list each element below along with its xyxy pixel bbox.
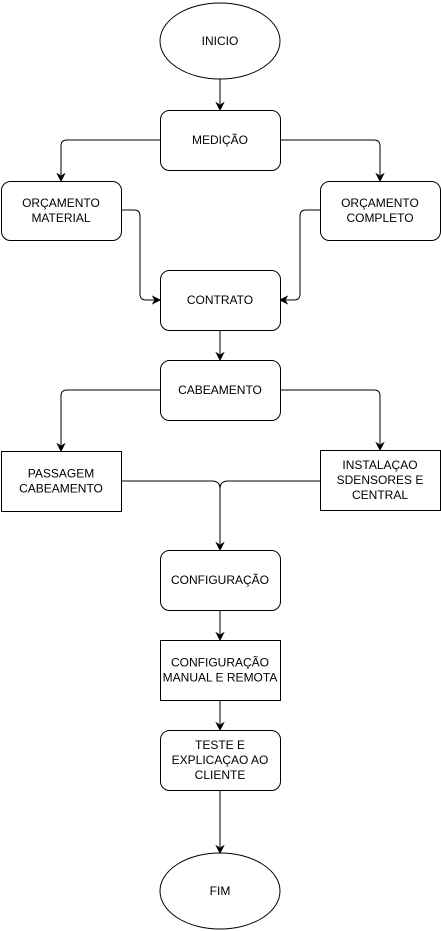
process-shape-rounded	[160, 110, 281, 171]
node-label: COMPLETO	[346, 211, 413, 225]
edge-orcamento-material-to-contrato	[121, 209, 162, 305]
edge-inicio-to-medicao	[215, 79, 225, 112]
node-label: SDENSORES E	[337, 473, 424, 487]
edge-cabeamento-to-instalacao-sensores	[280, 389, 385, 452]
edge-medicao-to-orcamento-completo	[280, 139, 385, 183]
connector-line	[60, 139, 160, 175]
node-configuracao: CONFIGURAÇÃO	[160, 550, 281, 611]
node-label: CABEAMENTO	[178, 383, 262, 397]
connector-line	[280, 139, 381, 175]
connector-line	[60, 389, 160, 445]
edge-contrato-to-cabeamento	[215, 330, 225, 362]
connector-line	[286, 209, 320, 301]
node-label: ORÇAMENTO	[22, 196, 100, 210]
node-label: INICIO	[202, 34, 239, 48]
arrowhead-icon	[278, 295, 289, 305]
edge-configuracao-manual-remota-to-teste-explicacao	[215, 700, 225, 732]
node-contrato: CONTRATO	[160, 270, 281, 331]
arrowhead-icon	[56, 172, 66, 183]
node-label: PASSAGEM	[28, 467, 94, 481]
arrowhead-icon	[215, 541, 225, 552]
process-shape	[320, 450, 441, 511]
process-shape	[160, 640, 281, 701]
process-shape-rounded	[160, 550, 281, 611]
edge-configuracao-to-configuracao-manual-remota	[215, 610, 225, 642]
node-medicao: MEDIÇÃO	[160, 110, 281, 171]
node-label: INSTALAÇAO	[342, 458, 417, 472]
node-label: MEDIÇÃO	[192, 133, 248, 147]
node-label: CONFIGURAÇÃO	[171, 656, 269, 670]
node-label: FIM	[210, 884, 231, 898]
process-shape-rounded	[1, 181, 122, 241]
edge-teste-explicacao-to-fim	[215, 790, 225, 855]
terminator-shape	[159, 2, 281, 80]
node-label: EXPLICAÇAO AO	[172, 753, 269, 767]
node-label: CONFIGURAÇÃO	[171, 573, 269, 587]
arrowhead-icon	[215, 351, 225, 362]
connector-line	[219, 480, 320, 544]
process-shape	[1, 451, 122, 512]
node-label: TESTE E	[195, 738, 245, 752]
edge-instalacao-sensores-to-configuracao	[219, 480, 320, 544]
process-shape-rounded	[160, 360, 281, 421]
node-fim: FIM	[159, 852, 281, 930]
node-label: CONTRATO	[187, 293, 253, 307]
process-shape-rounded	[160, 730, 281, 791]
edge-medicao-to-orcamento-material	[56, 139, 160, 183]
arrowhead-icon	[215, 631, 225, 642]
node-label: ORÇAMENTO	[341, 196, 419, 210]
arrowhead-icon	[56, 442, 66, 453]
arrowhead-icon	[215, 101, 225, 112]
edge-cabeamento-to-passagem-cabeamento	[56, 389, 160, 453]
arrowhead-icon	[375, 441, 385, 452]
node-label: CENTRAL	[352, 488, 408, 502]
connector-line	[121, 209, 154, 301]
edge-orcamento-completo-to-contrato	[278, 209, 320, 305]
arrowhead-icon	[215, 721, 225, 732]
node-inicio: INICIO	[159, 2, 281, 80]
connector-line	[121, 480, 221, 544]
process-shape-rounded	[160, 270, 281, 331]
terminator-shape	[159, 852, 281, 930]
node-label: CLIENTE	[195, 768, 246, 782]
node-label: MANUAL E REMOTA	[163, 671, 278, 685]
edge-passagem-cabeamento-to-configuracao	[121, 480, 225, 552]
node-label: CABEAMENTO	[19, 482, 103, 496]
node-label: MATERIAL	[31, 211, 90, 225]
arrowhead-icon	[215, 844, 225, 855]
arrowhead-icon	[375, 172, 385, 183]
edges-layer	[56, 79, 385, 855]
node-cabeamento: CABEAMENTO	[160, 360, 281, 421]
connector-line	[280, 389, 381, 444]
arrowhead-icon	[151, 295, 162, 305]
